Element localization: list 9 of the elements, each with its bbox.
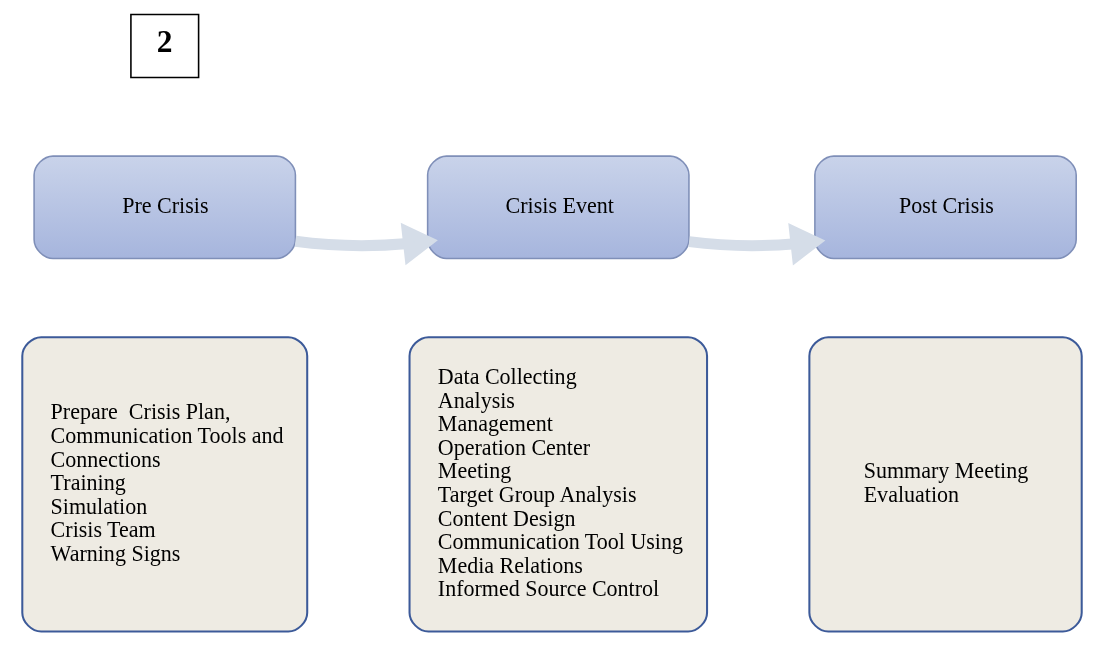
node-box: Prepare Crisis Plan, Communication Tools and Connections Training Simulation Crisis Team Warning Signs <box>21 336 309 633</box>
node-box: Crisis Event <box>426 155 690 260</box>
node-box: Data Collecting Analysis Management Operation Center Meeting Target Group Analysis Content Design Communication Tool Using Media Relations Informed Source Control <box>408 336 709 633</box>
node-box: Pre Crisis <box>33 155 297 260</box>
arrow <box>688 223 826 266</box>
node-box: Summary Meeting Evaluation <box>808 336 1083 633</box>
node-box: 2 <box>130 13 200 79</box>
node-box: Post Crisis <box>814 155 1077 260</box>
arrow <box>294 222 438 266</box>
